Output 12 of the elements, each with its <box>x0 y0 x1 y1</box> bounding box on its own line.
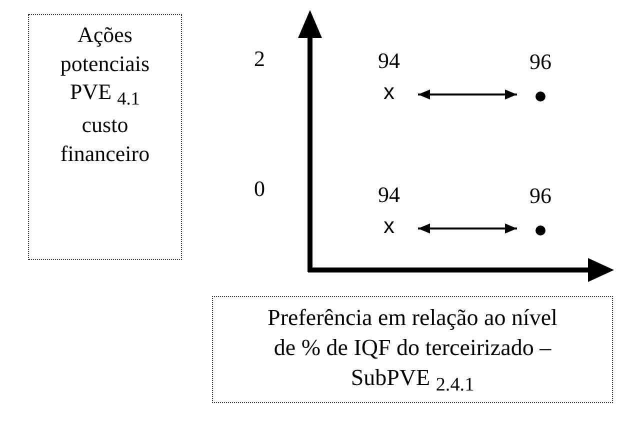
axis-value: 0 <box>254 176 265 202</box>
value-label: 96 <box>530 183 552 209</box>
box-text: Preferência em relação ao nível de % de IQF do terceirizado – SubPVE $_{2.4.1}$ <box>268 304 558 398</box>
text-box <box>28 14 182 260</box>
axis-value: 2 <box>254 46 265 72</box>
double-arrow <box>418 224 517 234</box>
value-label: 94 <box>378 182 400 208</box>
value-label: 96 <box>530 49 552 75</box>
box-text: Ações potenciais PVE $_{4.1}$ custo financeiro <box>59 21 151 168</box>
value-label: 94 <box>378 48 400 74</box>
double-arrow <box>418 90 517 100</box>
text-box <box>212 296 613 403</box>
